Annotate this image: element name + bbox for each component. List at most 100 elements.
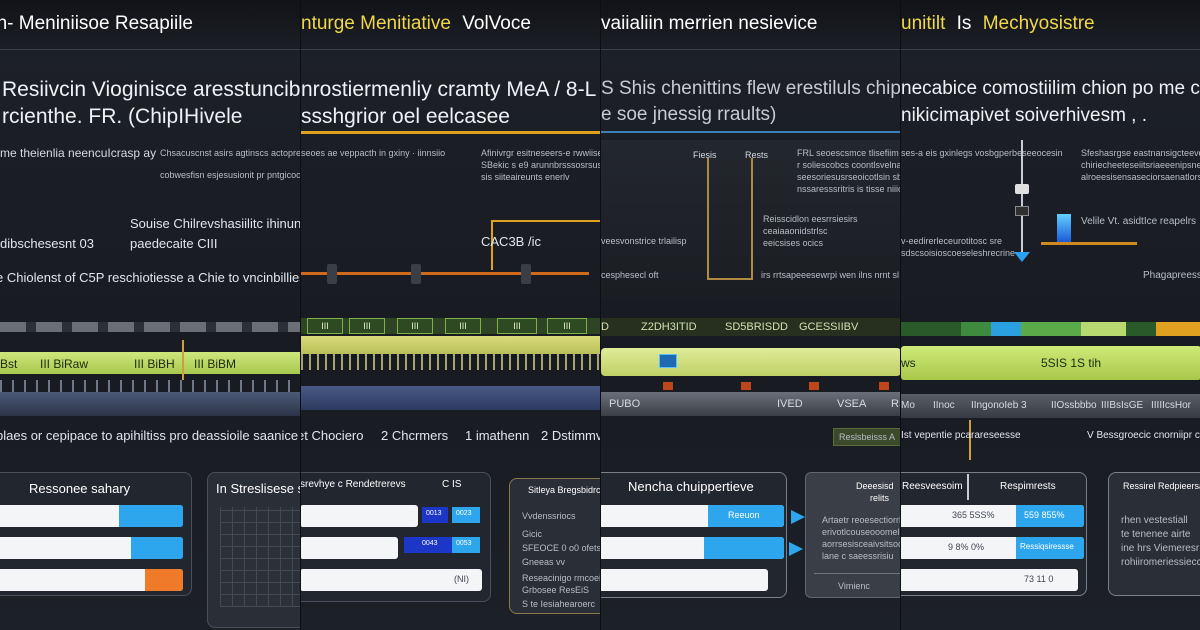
panel-title: vaiialiin merrien nesievice bbox=[601, 13, 818, 34]
card-title: srevhye c Rendetrerevs bbox=[300, 479, 406, 490]
ruler-label-1: D bbox=[601, 321, 609, 333]
note-1: Sfeshasrgse eastnansigcteevdes bbox=[1081, 148, 1200, 158]
list-item-4[interactable]: Gneeas vv bbox=[522, 557, 566, 567]
rail-seg-1[interactable]: III bbox=[307, 318, 343, 334]
caption: e Chiolenst of C5P reschiotiesse a Chie … bbox=[0, 270, 300, 285]
playhead[interactable] bbox=[969, 420, 971, 460]
track-knob-2[interactable] bbox=[411, 264, 421, 284]
progress-bar-1: Reeuon bbox=[601, 505, 784, 527]
title-plain: VolVoce bbox=[462, 13, 531, 34]
note-4: nssaresssritris is tisse niiice bbox=[797, 184, 900, 194]
time-ruler[interactable] bbox=[301, 336, 600, 354]
time-ruler[interactable] bbox=[901, 346, 1200, 380]
heading-line-1: necabice comostiilim chion po me co bbox=[901, 78, 1200, 99]
rail-seg-3[interactable]: III bbox=[397, 318, 433, 334]
list-title: Sitleya Bregsbidrcee bbox=[528, 485, 600, 495]
chip-1[interactable]: 0013 bbox=[422, 507, 448, 523]
card-title-1: Reesveesoim bbox=[902, 481, 963, 492]
heading-line-1: nrostiermenliy cramty MeA / 8-L m bbox=[301, 78, 600, 101]
playhead[interactable] bbox=[182, 340, 184, 380]
tick-row bbox=[0, 380, 300, 394]
chip-2[interactable]: 0023 bbox=[452, 507, 480, 523]
tooltip-footer: Vimienc bbox=[838, 581, 870, 591]
note-3: alroeesisensaseciorsaenatlorses bbox=[1081, 172, 1200, 182]
note-2: r soliescobcs coontlsvelnanes bbox=[797, 160, 900, 170]
note-2: cobwesfisn esjesusionit pr pntgicoobersr… bbox=[160, 170, 300, 180]
clip-rail[interactable] bbox=[601, 318, 900, 336]
playhead-box[interactable] bbox=[659, 354, 677, 368]
rail-mark-2: IInoc bbox=[933, 400, 955, 411]
rail-seg-5[interactable]: III bbox=[497, 318, 537, 334]
bar-value-1: 559 855% bbox=[1024, 510, 1065, 520]
step-1[interactable]: 2 Chcrmers bbox=[381, 428, 449, 443]
track-knob-3[interactable] bbox=[521, 264, 531, 284]
time-ruler[interactable] bbox=[0, 352, 300, 374]
cue-marker-4[interactable] bbox=[879, 382, 889, 390]
ruler-label-1: Bst bbox=[0, 357, 18, 371]
side-card-line-3: ine hrs Viemeresr bbox=[1121, 543, 1200, 554]
cue-marker-2[interactable] bbox=[741, 382, 751, 390]
scroll-band[interactable] bbox=[301, 386, 600, 410]
cue-marker-1[interactable] bbox=[663, 382, 673, 390]
cue-marker-3[interactable] bbox=[809, 382, 819, 390]
divider-handle[interactable] bbox=[967, 474, 969, 500]
list-item-1[interactable]: Vvdenssriocs bbox=[522, 511, 576, 521]
gauge-knob-2[interactable] bbox=[1015, 206, 1029, 216]
clip-track[interactable] bbox=[0, 322, 300, 332]
progress-bar-1: 365 5SS% 559 855% bbox=[901, 505, 1084, 527]
time-ruler[interactable] bbox=[601, 348, 900, 376]
level-meter bbox=[1057, 214, 1071, 242]
marker-1: PUBO bbox=[609, 398, 641, 410]
list-item-5[interactable]: Reseacinigo rmcoeilier bbox=[522, 573, 600, 583]
preview-grid bbox=[220, 507, 300, 607]
in-marker[interactable] bbox=[707, 158, 709, 280]
side-card: Ressirel Redpieersa rhen vestestiall te … bbox=[1108, 472, 1200, 596]
mid-label-2: dibschesesnt 03 bbox=[0, 236, 94, 251]
accent-rule bbox=[301, 131, 600, 134]
input-field-1[interactable] bbox=[301, 505, 418, 527]
step-3[interactable]: 2 Dstimmve bbox=[541, 428, 600, 443]
ruler-label-2: Z2DH3ITID bbox=[641, 321, 697, 333]
card-tag: C IS bbox=[442, 479, 462, 490]
ruler-label-2: III BiRaw bbox=[40, 357, 89, 371]
card-title: Ressonee sahary bbox=[29, 481, 131, 496]
track-knob-1[interactable] bbox=[327, 264, 337, 284]
scroll-band[interactable] bbox=[601, 392, 900, 416]
marker-2: IVED bbox=[777, 398, 803, 410]
audio-track[interactable] bbox=[301, 272, 589, 275]
gauge-knob[interactable] bbox=[1015, 184, 1029, 194]
list-item-2[interactable]: Gicic bbox=[522, 529, 542, 539]
progress-bar-2 bbox=[0, 537, 183, 559]
chip-3[interactable]: 0043 bbox=[404, 537, 452, 553]
side-label: veesvonstrice trlailisp bbox=[601, 236, 687, 246]
panel-title: unitilt Is Mechyosistre bbox=[901, 13, 1095, 35]
tooltip-pointer-2 bbox=[789, 542, 803, 556]
chip-1-label: 0013 bbox=[426, 510, 442, 517]
input-field-3[interactable]: (NI) bbox=[301, 569, 482, 591]
rail-seg-4[interactable]: III bbox=[445, 318, 481, 334]
title-bar: en- Meniniisoe Resapiile bbox=[0, 0, 300, 50]
tab-1[interactable]: Fiesis bbox=[693, 150, 717, 160]
progress-fill-2 bbox=[131, 537, 183, 559]
scroll-band[interactable] bbox=[901, 394, 1200, 418]
list-item-3[interactable]: SFEOCE 0 o0 ofetsco bbox=[522, 543, 600, 553]
scroll-band[interactable] bbox=[0, 392, 300, 416]
tab-2[interactable]: Rests bbox=[745, 150, 769, 160]
input-field-2[interactable] bbox=[301, 537, 398, 559]
color-track[interactable] bbox=[901, 322, 1200, 336]
long-note: irs rrtsapeeesewrpi wen ilns nrnt sl e n… bbox=[761, 270, 900, 280]
progress-fill-1: 559 855% bbox=[1016, 505, 1084, 527]
panel-1: nturge Menitiative VolVoce nrostiermenli… bbox=[300, 0, 600, 630]
chip-4[interactable]: 0053 bbox=[452, 537, 480, 553]
step-2[interactable]: 1 imathenn bbox=[465, 428, 530, 443]
list-item-7[interactable]: S te Iesiahearoerc bbox=[522, 599, 596, 609]
progress-fill-3 bbox=[145, 569, 183, 591]
rail-seg-6[interactable]: III bbox=[547, 318, 587, 334]
tooltip-line-2: erivotlcouseooomelisersec bbox=[822, 527, 900, 537]
out-marker[interactable] bbox=[751, 158, 753, 280]
list-item-6[interactable]: Grbosee ResEiS bbox=[522, 585, 590, 595]
rail-mark-3: IIngonoIeb 3 bbox=[971, 400, 1027, 411]
rail-seg-2[interactable]: III bbox=[349, 318, 385, 334]
rail-mark-4: IIOssbbbo bbox=[1051, 400, 1097, 411]
chip-3-label: 0043 bbox=[422, 540, 438, 547]
